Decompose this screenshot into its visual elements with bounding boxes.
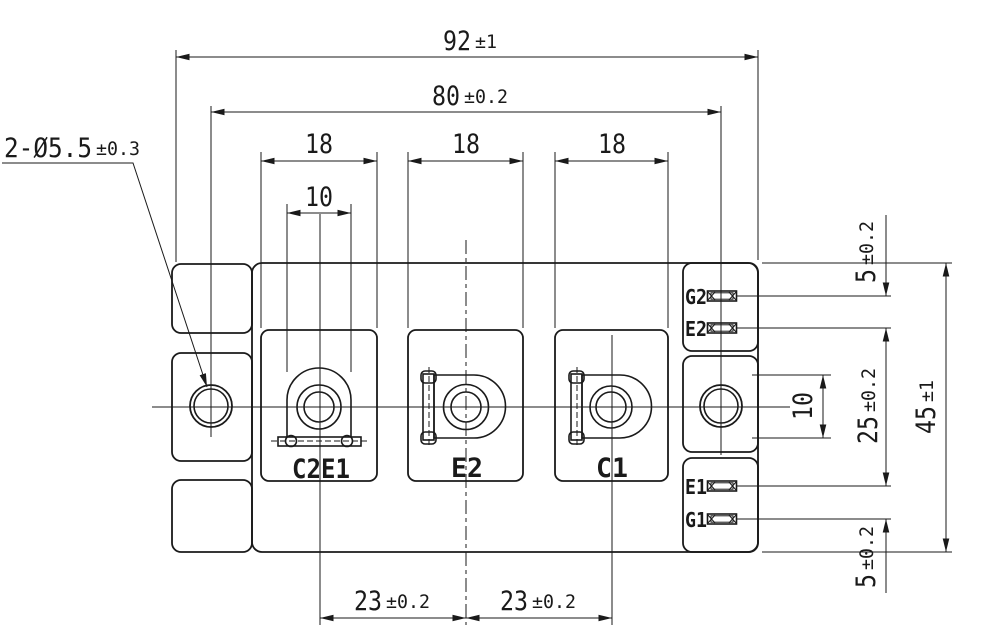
pin-label-e1: E1 (685, 475, 707, 499)
pin-label-g2: G2 (685, 285, 707, 309)
dimension-lines (2, 53, 950, 622)
pin-symbol-e2 (706, 322, 738, 334)
dim-text-92: 92±1 (443, 26, 497, 57)
dim-text-45: 45±1 (911, 380, 942, 434)
pin-symbol-g1 (706, 513, 738, 525)
dim-text-18c: 18 (598, 129, 626, 160)
terminal-c2e1-dome (286, 367, 352, 437)
pin-symbol-g2 (706, 290, 738, 302)
dimension-texts: 92±1 80±0.2 18 18 18 10 23±0.2 23±0.2 2-… (4, 26, 942, 617)
terminal-label-c2e1: C2E1 (292, 454, 350, 485)
dim-text-18b: 18 (452, 129, 480, 160)
terminal-e2: E2 (407, 329, 524, 484)
left-mount-tab-top (171, 263, 253, 334)
signal-pins: G2 E2 E1 G1 (685, 285, 738, 532)
dim-text-5-top: 5±0.2 (851, 221, 882, 283)
callout-text-mounting-holes: 2-Ø5.5±0.3 (4, 133, 140, 164)
dim-text-23a: 23±0.2 (354, 586, 430, 617)
dim-text-23b: 23±0.2 (500, 586, 576, 617)
pin-block-bottom (682, 457, 759, 553)
terminal-c1-dome (581, 374, 653, 439)
leader-mounting-holes (2, 162, 208, 388)
pin-label-e2: E2 (685, 317, 707, 341)
pin-label-g1: G1 (685, 508, 707, 532)
dim-text-5-bottom: 5±0.2 (851, 526, 882, 588)
dim-text-10: 10 (305, 182, 333, 213)
pin-symbol-e1 (706, 480, 738, 492)
dim-text-80: 80±0.2 (432, 81, 508, 112)
dim-text-18a: 18 (305, 129, 333, 160)
terminal-c2e1-block (260, 329, 378, 482)
terminal-label-e2: E2 (451, 453, 483, 484)
terminal-e2-dome (433, 374, 507, 439)
extension-lines (175, 50, 952, 553)
dim-text-10r: 10 (788, 392, 819, 420)
centerlines (152, 106, 790, 625)
left-mount-tab-bottom (171, 479, 253, 553)
dim-text-25: 25±0.2 (853, 368, 884, 444)
